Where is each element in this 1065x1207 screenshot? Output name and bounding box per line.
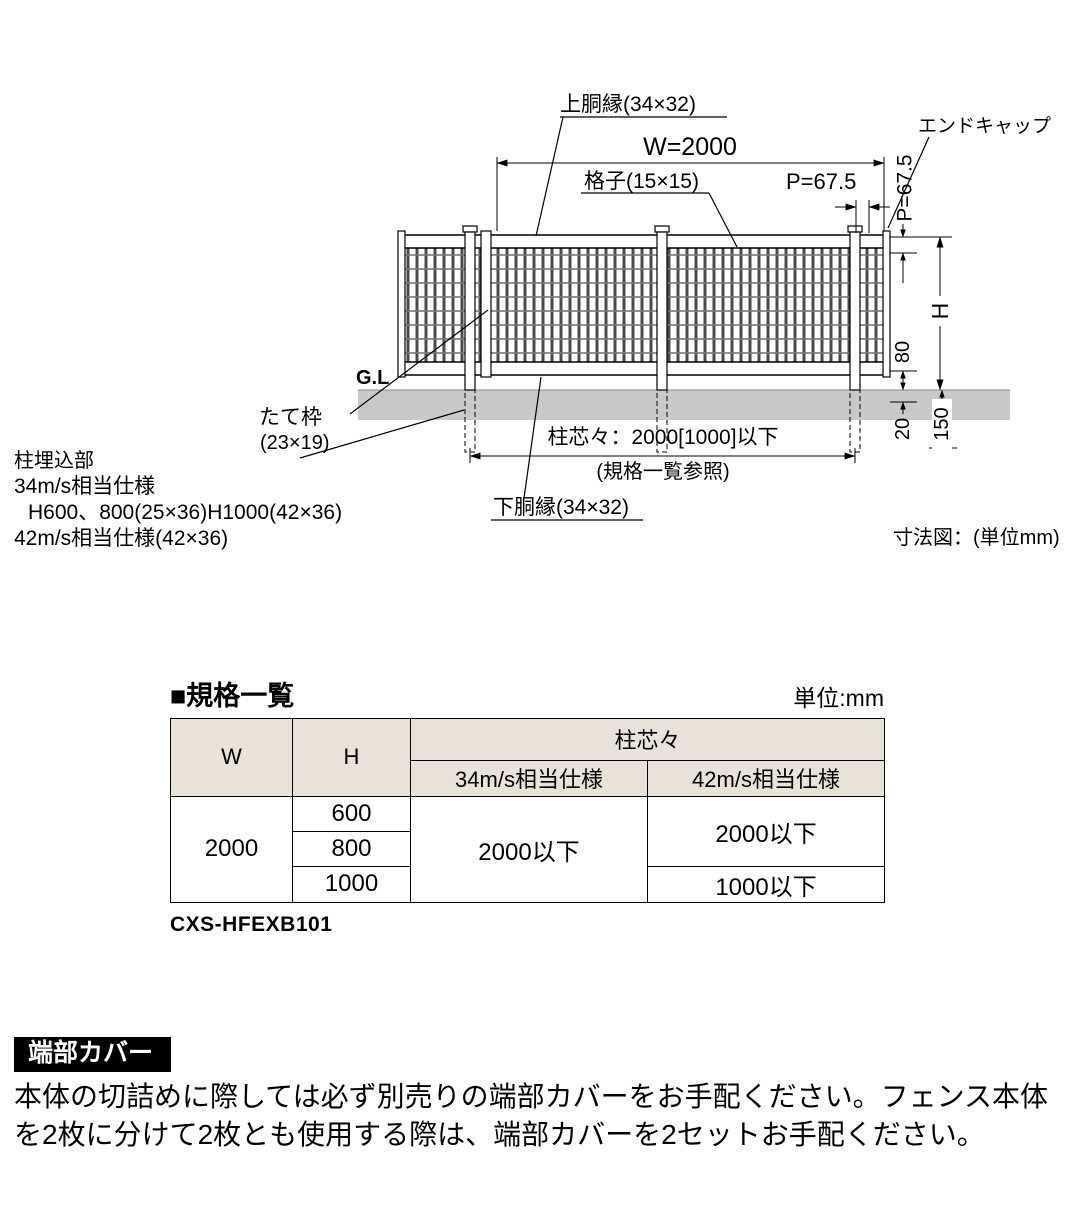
leader-lines [299, 116, 930, 521]
label-lattice: 格子(15×15) [584, 170, 699, 193]
label-width-dim: W=2000 [643, 133, 737, 161]
label-post-embed-spec34-detail: H600、800(25×36)H1000(42×36) [28, 501, 342, 524]
label-dim-20: 20 [892, 418, 914, 440]
spec-cell-w: 2000 [170, 795, 293, 903]
spec-cell-spec42-top: 2000以下 [646, 795, 886, 867]
left-frame [397, 230, 406, 378]
fence-panel [397, 230, 891, 378]
spec-section: ■規格一覧 単位:mm W H 柱芯々 34m/s相当仕様 42m/s相当仕様 … [170, 681, 886, 937]
label-unit-note: 寸法図：(単位mm) [893, 526, 1060, 549]
spec-header-h: H [292, 717, 411, 797]
label-backer [932, 399, 952, 449]
model-code: CXS-HFEXB101 [170, 912, 333, 936]
label-vertical-frame-1: たて枠 [259, 406, 322, 429]
spec-header-spec42: 42m/s相当仕様 [646, 759, 886, 797]
label-post-embed-title: 柱埋込部 [14, 449, 94, 472]
spec-table-unit-label: 単位:mm [793, 685, 884, 712]
spec-row: 2000 600 2000以下 2000以下 [170, 795, 886, 903]
label-post-embed-spec42: 42m/s相当仕様(42×36) [14, 527, 228, 550]
post-embedded [656, 389, 668, 453]
label-top-rail: 上胴縁(34×32) [560, 93, 696, 116]
label-post-centers: 柱芯々：2000[1000]以下 [547, 426, 778, 449]
spec-cell-h-1000: 1000 [292, 865, 411, 903]
spec-header-post-center: 柱芯々 [409, 717, 886, 761]
spec-header-spec34: 34m/s相当仕様 [410, 759, 648, 797]
post-cap [847, 225, 863, 233]
label-dim-150: 150 [931, 407, 953, 440]
label-pitch-side: P=67.5 [894, 154, 917, 221]
joint-frame [480, 230, 492, 378]
spec-cell-spec34: 2000以下 [410, 795, 648, 903]
end-cover-note-text: 本体の切詰めに際しては必ず別売りの端部カバーをお手配ください。フェンス本体を2枚… [14, 1081, 1049, 1151]
post [656, 231, 668, 391]
post [849, 231, 861, 391]
label-post-embed-spec34: 34m/s相当仕様 [14, 475, 155, 498]
ground-band [358, 389, 1010, 420]
end-cover-badge: 端部カバー [14, 1036, 172, 1073]
label-ground-level: G.L [356, 367, 389, 389]
right-frame [882, 230, 891, 378]
label-vertical-frame-2: (23×19) [260, 432, 330, 454]
end-cover-note-section: 端部カバー 本体の切詰めに際しては必ず別売りの端部カバーをお手配ください。フェン… [14, 1036, 1054, 1155]
post-cap [462, 225, 478, 233]
dimension-diagram: 上胴縁(34×32) W=2000 格子(15×15) P=67.5 エンドキャ… [14, 93, 1060, 550]
spec-row: 1000 1000以下 [171, 865, 886, 903]
spec-table: W H 柱芯々 34m/s相当仕様 42m/s相当仕様 2000 600 200… [170, 717, 886, 903]
post [464, 231, 476, 391]
spec-table-header-row: ■規格一覧 単位:mm [170, 681, 884, 712]
label-bottom-rail: 下胴縁(34×32) [493, 496, 629, 519]
spec-table-title: ■規格一覧 [170, 681, 295, 711]
post-cap [654, 225, 670, 233]
spec-cell-h-800: 800 [292, 830, 411, 867]
spec-cell-h-600: 600 [292, 795, 411, 832]
label-height-dim: H [927, 303, 953, 320]
label-pitch-top: P=67.5 [786, 169, 856, 194]
label-end-cap: エンドキャップ [918, 115, 1051, 137]
label-backer [928, 296, 952, 326]
label-post-centers-ref: (規格一覧参照) [596, 460, 729, 483]
spec-header-w: W [170, 717, 293, 797]
spec-cell-spec42-bottom: 1000以下 [646, 865, 886, 903]
label-dim-80: 80 [892, 341, 914, 363]
spec-row: 800 [171, 830, 885, 867]
